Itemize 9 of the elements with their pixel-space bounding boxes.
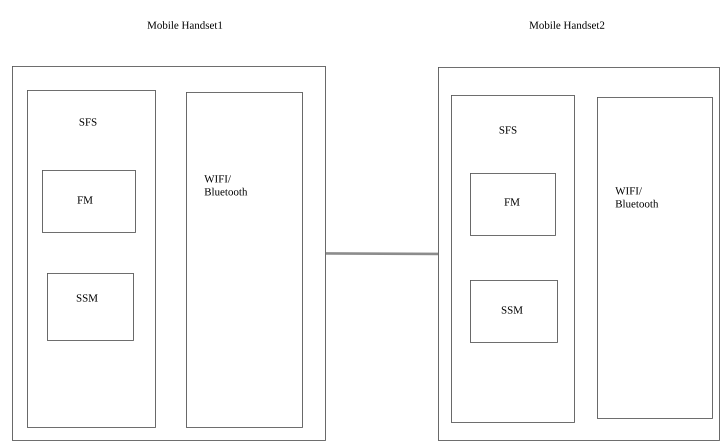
module-box: WIFI/ Bluetooth — [186, 92, 303, 428]
module-box: WIFI/ Bluetooth — [597, 97, 713, 419]
node-label: Mobile Handset1 — [147, 21, 222, 29]
module-box: FM — [42, 170, 136, 233]
module-box: SSM — [47, 273, 134, 341]
connector-line — [326, 252, 438, 256]
module-box: FM — [470, 173, 556, 236]
module-box: SSM — [470, 280, 558, 343]
node-label: Mobile Handset2 — [529, 21, 604, 29]
